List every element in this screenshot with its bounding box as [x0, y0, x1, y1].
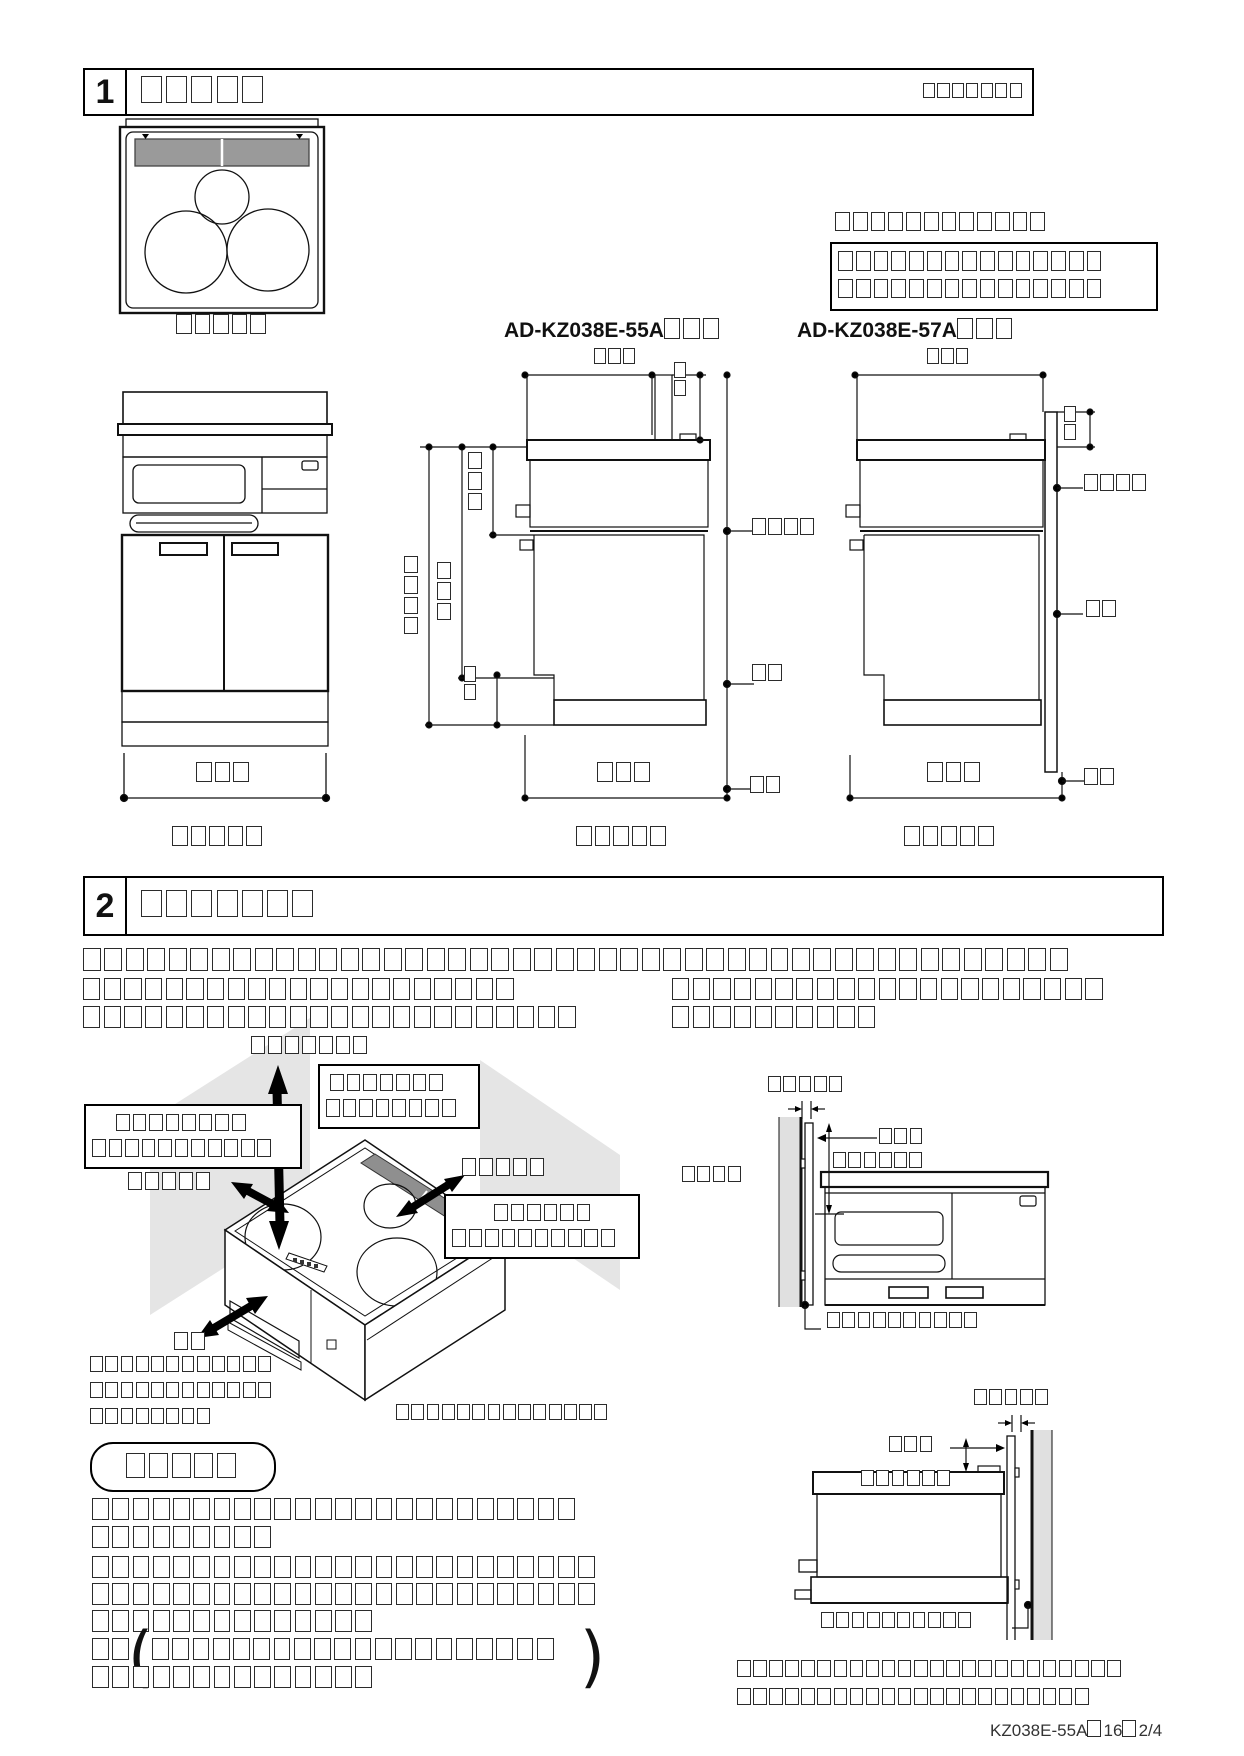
side57-callout-grill	[1084, 474, 1148, 493]
wall-top-panel-label	[833, 1152, 925, 1171]
request-para2-line1	[92, 1556, 598, 1580]
section2-header: 2	[83, 876, 1164, 936]
right-para-line2	[672, 1006, 879, 1031]
side57-caption	[904, 826, 997, 848]
side57-callout-body	[1086, 600, 1118, 619]
side-view-57a-diagram	[845, 371, 1095, 802]
iso-front-note-line3	[90, 1408, 212, 1427]
note-box-line2	[838, 278, 1150, 306]
side57-bottom-dim	[927, 762, 983, 784]
front-width-dim	[196, 762, 252, 784]
iso-front-note-line2	[90, 1382, 273, 1401]
side55-height-outer	[404, 556, 418, 637]
note-label	[835, 212, 1048, 234]
iso-left-box-line1	[92, 1112, 294, 1137]
section1-header-right-label	[922, 82, 1024, 101]
note-box-line1	[838, 250, 1150, 278]
top-view-caption	[176, 314, 269, 336]
left-para-line1	[83, 978, 517, 1003]
iso-top-box-line1	[326, 1072, 472, 1097]
side55-caption	[576, 826, 669, 848]
note-box	[830, 242, 1158, 312]
section2-intro	[83, 948, 1071, 974]
side55-height-inner	[468, 452, 482, 513]
front-view-diagram	[117, 391, 333, 803]
model-label-57a: AD-KZ038E-57A	[797, 318, 1015, 343]
left-wall-installation-diagram	[778, 1101, 1050, 1330]
burner-right	[226, 208, 310, 292]
request-badge	[90, 1442, 276, 1492]
iso-right-box-line1	[452, 1202, 632, 1227]
section2-title	[141, 890, 318, 922]
side55-height-mid	[437, 562, 451, 623]
wall-bottom-panel-label	[861, 1470, 953, 1489]
request-para2-line3	[92, 1610, 376, 1634]
request-para2-line2	[92, 1583, 598, 1607]
iso-front-label	[174, 1332, 208, 1352]
side57-callout-base	[1084, 768, 1116, 787]
wall-section-2	[1032, 1430, 1052, 1640]
iso-left-callout-box	[84, 1104, 302, 1169]
iso-right-callout-box	[444, 1194, 640, 1259]
model-label-55a: AD-KZ038E-55A	[504, 318, 722, 343]
side55-callout-base	[750, 776, 782, 795]
paren-line1	[152, 1638, 557, 1662]
iso-left-box-line2	[92, 1137, 294, 1162]
wall-top-gap-callout	[879, 1128, 925, 1147]
iso-right-label	[462, 1158, 547, 1178]
side55-callout-grill	[752, 518, 816, 537]
right-para-line1	[672, 978, 1106, 1003]
wall-top-label	[768, 1076, 844, 1095]
section1-title	[141, 76, 267, 108]
side55-top-dim	[594, 348, 637, 365]
right-face	[364, 1233, 506, 1402]
close-paren: )	[580, 1618, 605, 1697]
iso-left-label	[128, 1172, 213, 1192]
wall-section	[779, 1117, 801, 1307]
back-wall-installation-diagram	[794, 1415, 1053, 1640]
heat-shield-panel-2	[1006, 1435, 1016, 1640]
burner-small	[194, 169, 250, 225]
front-view-caption	[172, 826, 265, 848]
end-para-line2	[737, 1688, 1091, 1707]
section1-number: 1	[85, 70, 127, 114]
heat-shield-panel	[804, 1122, 814, 1306]
side55-vent-dim	[674, 362, 687, 398]
paren-prefix	[92, 1638, 133, 1662]
grill-handle	[129, 514, 259, 533]
paren-line2	[92, 1666, 376, 1690]
burner-left	[144, 210, 228, 294]
wall-bottom-gap-callout	[889, 1436, 935, 1455]
wall-top-left-callout	[682, 1166, 743, 1185]
side-view-55a-diagram	[420, 371, 754, 802]
wall-bottom-bottom-callout	[821, 1612, 974, 1631]
grill-door-iso	[229, 1299, 300, 1360]
side55-bottom-dim	[597, 762, 653, 784]
request-para1-line1	[92, 1498, 578, 1522]
grill-window	[132, 464, 246, 504]
wall-top-bottom-callout	[827, 1312, 980, 1331]
side55-callout-body	[752, 664, 784, 683]
wall-bottom-label	[974, 1389, 1050, 1408]
section2-number: 2	[85, 878, 127, 934]
top-view-diagram	[118, 118, 326, 315]
side55-base-dim	[464, 666, 477, 702]
iso-bottom-note	[396, 1404, 610, 1423]
iso-top-box-line2	[326, 1097, 472, 1122]
iso-front-note-line1	[90, 1356, 273, 1375]
iso-right-box-line2	[452, 1227, 632, 1252]
left-para-line2	[83, 1006, 579, 1031]
end-para-line1	[737, 1660, 1123, 1679]
side57-vent-dim	[1064, 406, 1077, 442]
side57-top-dim	[927, 348, 970, 365]
iso-top-callout-box	[318, 1064, 480, 1129]
section1-header: 1	[83, 68, 1034, 116]
request-badge-text	[126, 1453, 240, 1481]
request-para1-line2	[92, 1526, 274, 1550]
iso-top-label	[251, 1036, 369, 1056]
